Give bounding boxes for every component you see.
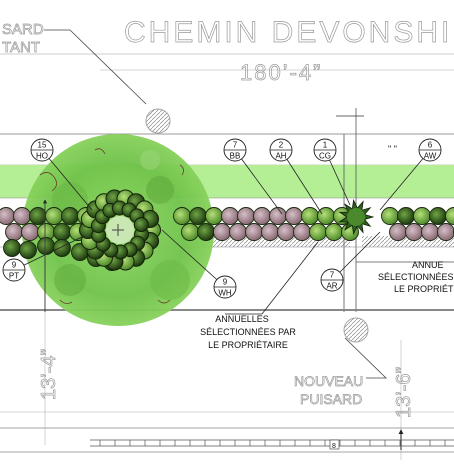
shrub (381, 207, 399, 225)
shrub (213, 223, 231, 241)
shrub (29, 207, 47, 225)
shrub (413, 207, 431, 225)
annual-note-right-3: LE PROPRIÉT (394, 284, 454, 294)
shrub (309, 223, 327, 241)
plant-tag-count: 7 (330, 271, 335, 280)
shrub (253, 207, 271, 225)
plant-tag-count: 7 (233, 141, 238, 150)
shrub (21, 223, 39, 241)
plant-tag-code: AW (424, 152, 437, 161)
plant-tag-code: AR (326, 282, 337, 291)
shrub (133, 217, 149, 233)
plant-tag-ar: 7AR (320, 231, 381, 292)
plant-tag-bb: 7BB (223, 138, 283, 215)
annual-note-right-1: ANNUE (412, 260, 444, 270)
shrub (53, 223, 71, 241)
shrub (221, 207, 239, 225)
annual-bed-right (362, 236, 454, 247)
new-drain-label-2: PUISARD (300, 391, 362, 407)
plant-tag-code: CG (319, 152, 331, 161)
sheet-ref-mark: 8 (329, 439, 340, 450)
plant-tag-count: 6 (428, 141, 433, 150)
new-drain-leader (344, 337, 387, 379)
shrub (53, 239, 71, 257)
shrub (3, 239, 21, 257)
shrub (45, 207, 63, 225)
plant-tag-code: HO (36, 152, 48, 161)
plant-tag-ah: 2AH (269, 138, 323, 215)
shrub (293, 223, 311, 241)
shrub (437, 223, 454, 241)
shrub (285, 207, 303, 225)
plant-tag-count: 9 (12, 261, 17, 270)
shrub (19, 241, 37, 259)
shrub (269, 207, 287, 225)
feature-shrub-cg (338, 198, 375, 236)
right-vertical-dim: 13’-6” (393, 340, 415, 460)
shrub (173, 207, 191, 225)
shrub (61, 207, 79, 225)
tree-center-mark (112, 224, 124, 236)
shrub (429, 207, 447, 225)
shrub (181, 223, 199, 241)
existing-drain-symbol (145, 108, 171, 134)
left-vertical-dim: 13’-4” (38, 198, 60, 445)
shrub (301, 207, 319, 225)
shrub (245, 223, 263, 241)
shrub (397, 207, 415, 225)
shrub (205, 207, 223, 225)
shrub (405, 223, 423, 241)
plant-tag-code: WH (218, 289, 232, 298)
svg-text:13’-6”: 13’-6” (393, 367, 415, 418)
plant-tag-pt: 9PT (2, 235, 85, 282)
shrub (325, 223, 343, 241)
shrub (229, 223, 247, 241)
shrub (0, 207, 15, 225)
shrub (237, 207, 255, 225)
shrub (277, 223, 295, 241)
shrub (189, 207, 207, 225)
street-name: CHEMIN DEVONSHIRE (124, 16, 454, 49)
svg-text:8: 8 (332, 443, 336, 450)
plant-tag-count: 15 (38, 141, 47, 150)
new-drain-symbol (343, 317, 369, 343)
plant-tag-code: AH (275, 152, 286, 161)
bottom-fence (0, 439, 454, 453)
street-length-dim: 180’-4” (240, 60, 322, 85)
plant-tag-count: 1 (323, 141, 328, 150)
annual-note-center-leader (225, 241, 319, 315)
annual-note-right-2: SÉLECTIONNÉES (378, 272, 454, 282)
shrub (421, 223, 439, 241)
plant-tag-code: PT (9, 272, 19, 281)
existing-drain-label-2: TANT (2, 39, 40, 56)
existing-drain-label-1: SARD (2, 21, 44, 38)
shrub (13, 207, 31, 225)
shrub (317, 207, 335, 225)
annual-note-center-3: LE PROPRIÉTAIRE (208, 340, 288, 350)
plant-tag-count: 2 (279, 141, 284, 150)
annual-note-center-2: SÉLECTIONNÉES PAR (200, 327, 296, 337)
plant-tag-cg: 1CG (313, 138, 351, 206)
plant-tag-code: BB (230, 152, 241, 161)
shrub (5, 223, 23, 241)
plant-tag-count: 9 (223, 278, 228, 287)
shrub (445, 207, 454, 225)
shrub (389, 223, 407, 241)
plant-tag-wh: 9WH (161, 229, 237, 299)
plant-tag-aw: 6AW (379, 138, 442, 211)
shrub (261, 223, 279, 241)
existing-drain-leader (44, 29, 147, 105)
stray-marks: " " (388, 144, 397, 154)
svg-text:13’-4”: 13’-4” (38, 349, 60, 400)
new-drain-label-1: NOUVEAU (294, 373, 363, 389)
annual-note-center-1: ANNUELLES (215, 314, 269, 324)
shrub (197, 223, 215, 241)
